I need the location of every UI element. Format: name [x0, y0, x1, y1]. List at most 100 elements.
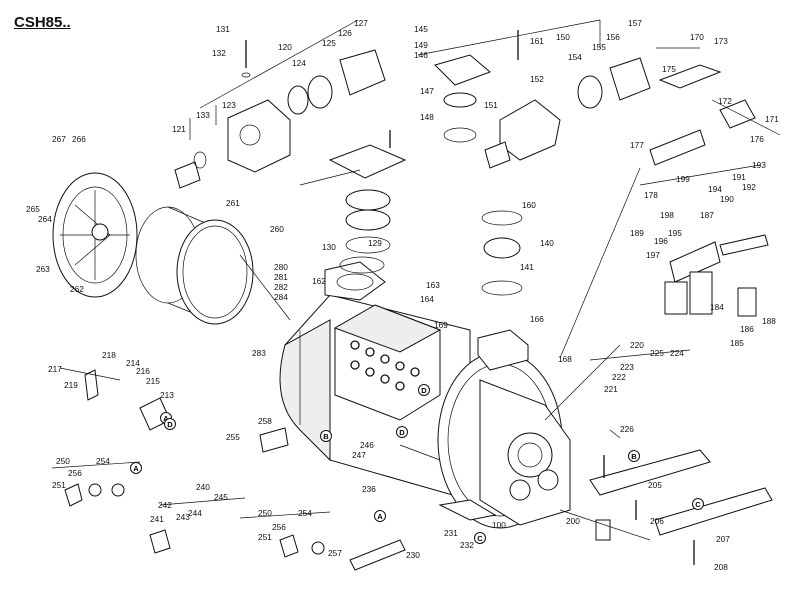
svg-text:A: A [133, 464, 139, 473]
svg-text:D: D [421, 386, 427, 395]
marker-a: A [130, 462, 142, 474]
part-number-196: 196 [654, 236, 668, 246]
marker-b: B [320, 430, 332, 442]
part-number-198: 198 [660, 210, 674, 220]
part-number-130: 130 [322, 242, 336, 252]
part-number-193: 193 [752, 160, 766, 170]
part-number-206: 206 [650, 516, 664, 526]
part-number-265: 265 [26, 204, 40, 214]
svg-text:A: A [163, 414, 169, 423]
part-number-169: 169 [434, 320, 448, 330]
part-number-124: 124 [292, 58, 306, 68]
svg-text:D: D [399, 428, 405, 437]
part-number-247: 247 [352, 450, 366, 460]
svg-text:B: B [631, 452, 637, 461]
part-number-223: 223 [620, 362, 634, 372]
part-number-260: 260 [270, 224, 284, 234]
part-number-282: 282 [274, 282, 288, 292]
part-number-218: 218 [102, 350, 116, 360]
part-number-281: 281 [274, 272, 288, 282]
part-number-221: 221 [604, 384, 618, 394]
part-number-232: 232 [460, 540, 474, 550]
part-number-194: 194 [708, 184, 722, 194]
part-number-129: 129 [368, 238, 382, 248]
part-number-215: 215 [146, 376, 160, 386]
part-number-256: 256 [68, 468, 82, 478]
part-number-160: 160 [522, 200, 536, 210]
part-number-263: 263 [36, 264, 50, 274]
part-number-177: 177 [630, 140, 644, 150]
part-number-178: 178 [644, 190, 658, 200]
part-number-258: 258 [258, 416, 272, 426]
part-number-205: 205 [648, 480, 662, 490]
part-number-166: 166 [530, 314, 544, 324]
part-number-267: 267 [52, 134, 66, 144]
part-number-256: 256 [272, 522, 286, 532]
part-number-184: 184 [710, 302, 724, 312]
part-number-244: 244 [188, 508, 202, 518]
part-number-145: 145 [414, 24, 428, 34]
part-number-199: 199 [676, 174, 690, 184]
svg-text:A: A [377, 512, 383, 521]
part-number-254: 254 [298, 508, 312, 518]
part-number-264: 264 [38, 214, 52, 224]
part-number-280: 280 [274, 262, 288, 272]
part-number-121: 121 [172, 124, 186, 134]
part-number-189: 189 [630, 228, 644, 238]
diagram-title: CSH85.. [14, 14, 71, 31]
part-number-243: 243 [176, 512, 190, 522]
part-number-255: 255 [226, 432, 240, 442]
part-number-187: 187 [700, 210, 714, 220]
part-number-120: 120 [278, 42, 292, 52]
part-number-161: 161 [530, 36, 544, 46]
part-number-185: 185 [730, 338, 744, 348]
part-number-162: 162 [312, 276, 326, 286]
part-number-164: 164 [420, 294, 434, 304]
part-number-241: 241 [150, 514, 164, 524]
svg-text:C: C [477, 534, 483, 543]
part-number-250: 250 [258, 508, 272, 518]
part-number-168: 168 [558, 354, 572, 364]
part-number-207: 207 [716, 534, 730, 544]
part-number-242: 242 [158, 500, 172, 510]
part-number-146: 146 [414, 50, 428, 60]
part-number-147: 147 [420, 86, 434, 96]
part-number-251: 251 [52, 480, 66, 490]
part-number-141: 141 [520, 262, 534, 272]
small-parts-group [64, 369, 406, 571]
svg-text:D: D [167, 420, 173, 429]
part-number-251: 251 [258, 532, 272, 542]
part-number-208: 208 [714, 562, 728, 572]
part-number-216: 216 [136, 366, 150, 376]
part-number-226: 226 [620, 424, 634, 434]
part-number-245: 245 [214, 492, 228, 502]
part-number-163: 163 [426, 280, 440, 290]
part-number-152: 152 [530, 74, 544, 84]
part-number-172: 172 [718, 96, 732, 106]
svg-text:C: C [695, 500, 701, 509]
part-number-149: 149 [414, 40, 428, 50]
marker-a: A [374, 510, 386, 522]
part-number-157: 157 [628, 18, 642, 28]
part-number-250: 250 [56, 456, 70, 466]
reference-markers: A A A B B C C D D D [130, 384, 704, 544]
part-number-240: 240 [196, 482, 210, 492]
part-number-188: 188 [762, 316, 776, 326]
marker-d: D [396, 426, 408, 438]
part-number-200: 200 [566, 516, 580, 526]
part-number-262: 262 [70, 284, 84, 294]
part-number-231: 231 [444, 528, 458, 538]
oil-valve-group [649, 64, 769, 317]
part-number-170: 170 [690, 32, 704, 42]
suction-flange-assembly [328, 130, 407, 274]
part-number-140: 140 [540, 238, 554, 248]
part-number-230: 230 [406, 550, 420, 560]
part-number-151: 151 [484, 100, 498, 110]
part-number-190: 190 [720, 194, 734, 204]
part-number-171: 171 [765, 114, 779, 124]
part-number-213: 213 [160, 390, 174, 400]
part-number-156: 156 [606, 32, 620, 42]
part-number-173: 173 [714, 36, 728, 46]
part-number-123: 123 [222, 100, 236, 110]
